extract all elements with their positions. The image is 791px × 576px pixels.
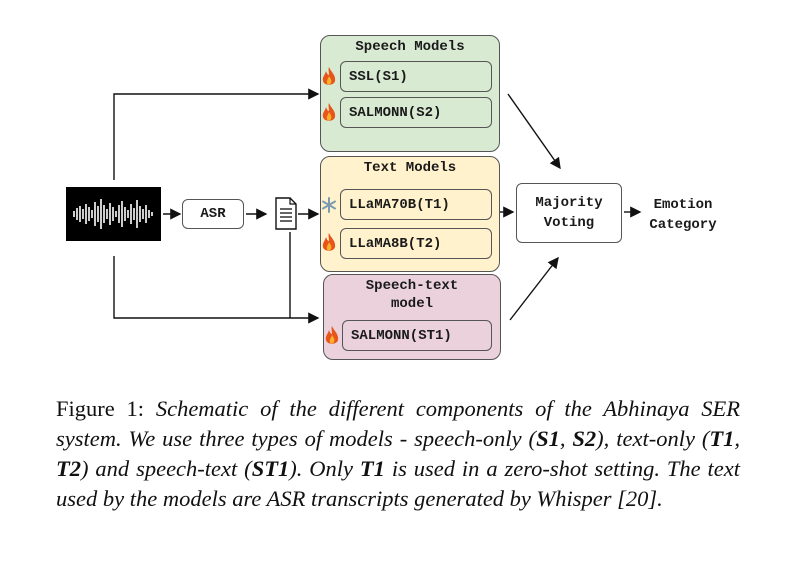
caption-prefix: Figure 1: (56, 396, 156, 421)
asr-box: ASR (182, 199, 244, 229)
snowflake-icon (321, 197, 337, 218)
speech-text-title-line2: model (390, 296, 433, 312)
asr-label: ASR (200, 206, 226, 222)
flame-icon (321, 232, 337, 259)
caption-part5: is used in a zero-shot setting. The text… (56, 456, 741, 511)
arrow-to-speech-text (113, 256, 320, 324)
caption-part4: ). Only (289, 456, 360, 481)
text-models-title: Text Models (363, 160, 457, 176)
output-label: Emotion Category (638, 195, 728, 235)
model-label: LLaMA70B(T1) (349, 196, 450, 213)
model-llama70b-t1: LLaMA70B(T1) (340, 189, 492, 220)
audio-waveform-icon (66, 187, 161, 241)
arrow-speech-to-voting (507, 93, 561, 170)
output-line1: Emotion (653, 197, 713, 213)
arrow-speechtext-to-voting (509, 256, 559, 321)
model-label: SSL(S1) (349, 68, 408, 85)
caption-s2: S2 (572, 426, 597, 451)
caption-part1: Schematic of the different components of… (56, 396, 740, 451)
caption-s1: S1 (536, 426, 560, 451)
model-salmonn-st1: SALMONN(ST1) (342, 320, 492, 351)
caption-sep2: , (734, 426, 740, 451)
flame-icon (321, 102, 337, 129)
caption-t1: T1 (709, 426, 735, 451)
model-label: SALMONN(ST1) (351, 327, 452, 344)
figure-caption: Figure 1: Schematic of the different com… (56, 394, 740, 514)
voting-line1: Majority (535, 195, 603, 211)
output-line2: Category (649, 217, 717, 233)
model-llama8b-t2: LLaMA8B(T2) (340, 228, 492, 259)
document-icon (274, 197, 298, 236)
model-label: LLaMA8B(T2) (349, 235, 442, 252)
flame-icon (324, 325, 340, 352)
model-label: SALMONN(S2) (349, 104, 442, 121)
speech-text-title-line1: Speech-text (365, 278, 459, 294)
speech-models-title: Speech Models (355, 39, 465, 55)
caption-sep1: , (559, 426, 573, 451)
caption-t2: T2 (56, 456, 81, 481)
model-ssl-s1: SSL(S1) (340, 61, 492, 92)
caption-t1b: T1 (359, 456, 385, 481)
majority-voting-box: Majority Voting (516, 183, 622, 243)
arrow-to-speech-models (113, 88, 320, 180)
caption-part2: ), text-only ( (596, 426, 710, 451)
caption-st1: ST1 (251, 456, 290, 481)
speech-text-title: Speech-text model (323, 277, 501, 313)
flame-icon (321, 66, 337, 93)
caption-part3: ) and speech-text ( (81, 456, 252, 481)
model-salmonn-s2: SALMONN(S2) (340, 97, 492, 128)
voting-line2: Voting (543, 215, 595, 231)
speech-models-group (320, 35, 500, 152)
